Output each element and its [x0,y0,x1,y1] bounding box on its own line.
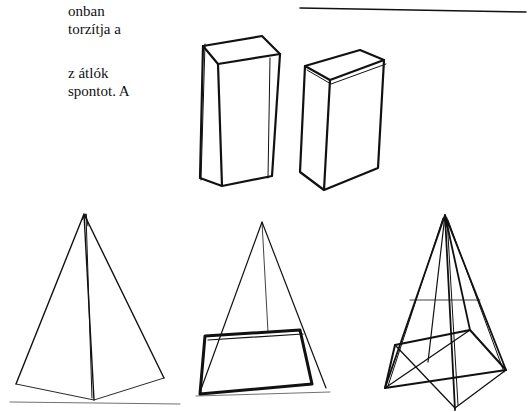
page-text: spontot. A [68,82,130,100]
page-text: torzítja a [68,20,121,38]
page-text: onban [68,2,105,20]
page-text: z átlók [68,64,108,82]
